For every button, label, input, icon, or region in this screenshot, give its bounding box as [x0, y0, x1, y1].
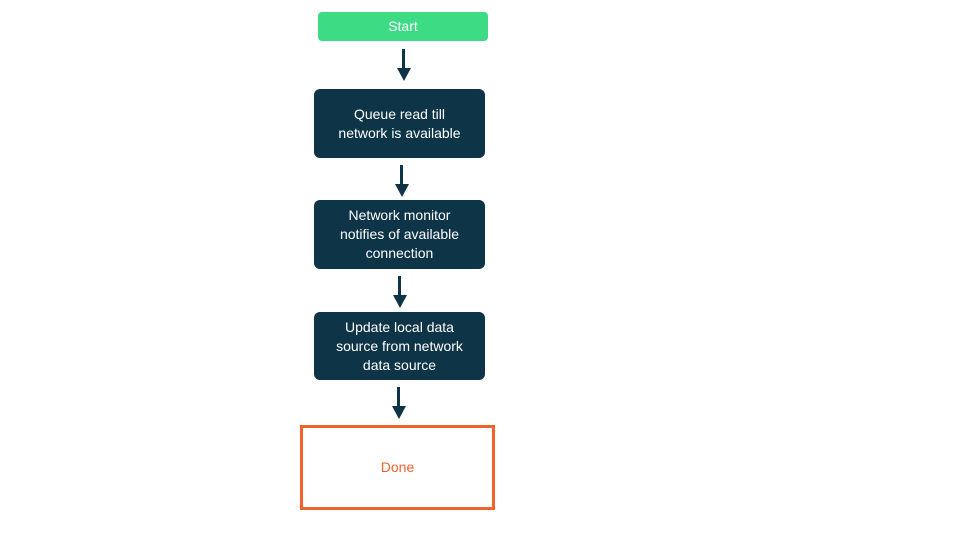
flow-node-network-monitor: Network monitor notifies of available co… — [314, 200, 485, 269]
flow-arrow-start-to-queue — [396, 49, 411, 81]
arrow-stem — [397, 387, 400, 406]
flow-node-queue-read: Queue read till network is available — [314, 89, 485, 158]
arrow-stem — [400, 165, 403, 184]
flow-node-update-local-data: Update local data source from network da… — [314, 312, 485, 380]
arrow-stem — [402, 49, 405, 68]
flow-node-start: Start — [318, 12, 488, 41]
arrow-head-icon — [394, 184, 409, 197]
flow-arrow-update-to-done — [391, 387, 406, 419]
arrow-head-icon — [396, 68, 411, 81]
arrow-stem — [398, 276, 401, 295]
arrow-head-icon — [392, 295, 407, 308]
arrow-head-icon — [391, 406, 406, 419]
flow-arrow-monitor-to-update — [392, 276, 407, 308]
flow-node-done: Done — [300, 425, 495, 510]
flow-arrow-queue-to-monitor — [394, 165, 409, 197]
